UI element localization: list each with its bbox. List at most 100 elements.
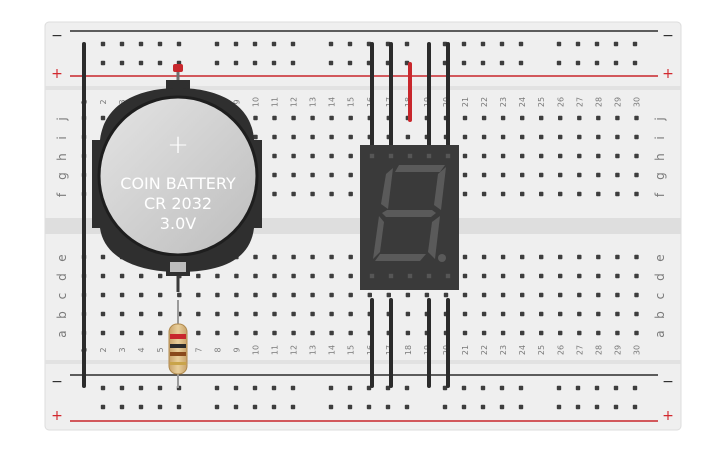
hole-b25[interactable] xyxy=(539,311,544,317)
rail-hole-bottom-minus-18[interactable] xyxy=(480,385,486,391)
hole-b13[interactable] xyxy=(310,311,315,317)
rail-hole-bottom-minus-14[interactable] xyxy=(385,385,391,391)
hole-h27[interactable] xyxy=(577,153,582,159)
hole-b7[interactable] xyxy=(196,311,201,317)
rail-hole-bottom-minus-4[interactable] xyxy=(157,385,163,391)
rail-hole-bottom-plus-10[interactable] xyxy=(290,404,296,410)
hole-a11[interactable] xyxy=(272,330,277,336)
rail-hole-bottom-plus-5[interactable] xyxy=(176,404,182,410)
hole-d14[interactable] xyxy=(329,273,334,279)
rail-hole-bottom-minus-9[interactable] xyxy=(271,385,277,391)
hole-a10[interactable] xyxy=(253,330,258,336)
hole-b2[interactable] xyxy=(100,311,106,317)
rail-hole-bottom-minus-25[interactable] xyxy=(632,385,638,391)
rail-hole-top-minus-9[interactable] xyxy=(271,41,277,47)
hole-a22[interactable] xyxy=(481,330,487,336)
hole-i28[interactable] xyxy=(596,134,601,140)
hole-b5[interactable] xyxy=(158,311,163,317)
rail-hole-top-plus-20[interactable] xyxy=(518,60,524,66)
rail-hole-top-plus-12[interactable] xyxy=(347,60,353,66)
rail-hole-bottom-plus-22[interactable] xyxy=(575,404,581,410)
rail-hole-top-plus-7[interactable] xyxy=(233,60,239,66)
hole-a13[interactable] xyxy=(310,330,315,336)
hole-c19[interactable] xyxy=(424,292,430,298)
hole-g21[interactable] xyxy=(462,172,468,178)
hole-b18[interactable] xyxy=(405,311,411,317)
rail-hole-top-plus-22[interactable] xyxy=(575,60,581,66)
hole-d9[interactable] xyxy=(234,273,239,279)
hole-j15[interactable] xyxy=(348,115,353,121)
hole-e25[interactable] xyxy=(539,254,544,260)
rail-hole-bottom-plus-23[interactable] xyxy=(594,404,600,410)
rail-hole-top-minus-21[interactable] xyxy=(556,41,562,47)
rail-hole-bottom-plus-11[interactable] xyxy=(328,404,334,410)
hole-a24[interactable] xyxy=(520,330,525,336)
hole-a15[interactable] xyxy=(348,330,353,336)
hole-a3[interactable] xyxy=(119,330,125,336)
hole-a14[interactable] xyxy=(329,330,334,336)
rail-hole-top-minus-18[interactable] xyxy=(480,41,486,47)
resistor[interactable] xyxy=(168,300,188,388)
hole-d13[interactable] xyxy=(310,273,315,279)
rail-hole-bottom-minus-15[interactable] xyxy=(404,385,410,391)
hole-i10[interactable] xyxy=(253,134,258,140)
hole-e28[interactable] xyxy=(596,254,601,260)
rail-hole-top-plus-10[interactable] xyxy=(290,60,296,66)
rail-hole-bottom-plus-15[interactable] xyxy=(404,404,410,410)
hole-f13[interactable] xyxy=(310,191,315,197)
hole-i11[interactable] xyxy=(272,134,277,140)
rail-hole-top-plus-19[interactable] xyxy=(499,60,505,66)
hole-b24[interactable] xyxy=(520,311,525,317)
hole-b8[interactable] xyxy=(215,311,220,317)
hole-i18[interactable] xyxy=(405,134,411,140)
rail-hole-top-plus-2[interactable] xyxy=(119,60,125,66)
hole-a25[interactable] xyxy=(539,330,544,336)
hole-h15[interactable] xyxy=(348,153,353,159)
rail-hole-bottom-minus-7[interactable] xyxy=(233,385,239,391)
rail-hole-top-plus-6[interactable] xyxy=(214,60,220,66)
hole-a8[interactable] xyxy=(215,330,220,336)
hole-g13[interactable] xyxy=(310,172,315,178)
hole-d29[interactable] xyxy=(615,273,620,279)
rail-hole-bottom-plus-9[interactable] xyxy=(271,404,277,410)
rail-hole-top-plus-3[interactable] xyxy=(138,60,144,66)
hole-d12[interactable] xyxy=(291,273,296,279)
hole-f15[interactable] xyxy=(348,191,353,197)
hole-c11[interactable] xyxy=(272,292,277,298)
hole-b21[interactable] xyxy=(462,311,468,317)
rail-hole-top-plus-24[interactable] xyxy=(613,60,619,66)
rail-hole-bottom-plus-4[interactable] xyxy=(157,404,163,410)
rail-hole-bottom-minus-10[interactable] xyxy=(290,385,296,391)
rail-hole-top-minus-5[interactable] xyxy=(176,41,182,47)
rail-hole-top-plus-1[interactable] xyxy=(100,60,106,66)
rail-hole-bottom-plus-24[interactable] xyxy=(613,404,619,410)
rail-hole-top-plus-11[interactable] xyxy=(328,60,334,66)
rail-hole-top-minus-2[interactable] xyxy=(119,41,125,47)
hole-d10[interactable] xyxy=(253,273,258,279)
rail-hole-bottom-minus-16[interactable] xyxy=(442,385,448,391)
hole-c20[interactable] xyxy=(443,292,449,298)
rail-hole-bottom-plus-18[interactable] xyxy=(480,404,486,410)
hole-c18[interactable] xyxy=(405,292,411,298)
hole-j14[interactable] xyxy=(329,115,334,121)
hole-g25[interactable] xyxy=(539,172,544,178)
hole-j23[interactable] xyxy=(500,115,506,121)
hole-e30[interactable] xyxy=(634,254,639,260)
hole-i22[interactable] xyxy=(481,134,487,140)
hole-d7[interactable] xyxy=(196,273,201,279)
rail-hole-bottom-minus-23[interactable] xyxy=(594,385,600,391)
hole-i12[interactable] xyxy=(291,134,296,140)
hole-c29[interactable] xyxy=(615,292,620,298)
hole-h29[interactable] xyxy=(615,153,620,159)
rail-hole-bottom-plus-19[interactable] xyxy=(499,404,505,410)
seven-segment-display[interactable] xyxy=(360,145,459,290)
hole-h23[interactable] xyxy=(500,153,506,159)
hole-b3[interactable] xyxy=(119,311,125,317)
hole-f24[interactable] xyxy=(520,191,525,197)
rail-hole-bottom-plus-12[interactable] xyxy=(347,404,353,410)
rail-hole-top-minus-12[interactable] xyxy=(347,41,353,47)
hole-b27[interactable] xyxy=(577,311,582,317)
rail-hole-top-minus-10[interactable] xyxy=(290,41,296,47)
hole-d30[interactable] xyxy=(634,273,639,279)
hole-g28[interactable] xyxy=(596,172,601,178)
